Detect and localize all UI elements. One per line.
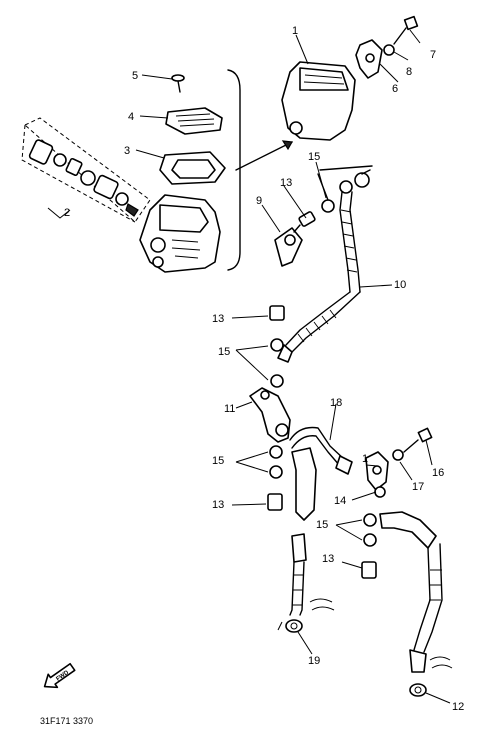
washer-15-a bbox=[270, 338, 284, 352]
part-label: 8 bbox=[406, 66, 412, 78]
washer-17 bbox=[392, 449, 404, 461]
washer-top bbox=[383, 44, 395, 56]
master-cylinder-right bbox=[281, 61, 356, 141]
diaphragm bbox=[159, 151, 226, 185]
master-cylinder-body-left bbox=[139, 194, 221, 273]
reservoir-cap bbox=[165, 107, 223, 135]
part-label: 11 bbox=[224, 403, 235, 415]
dust-boot-kit bbox=[21, 117, 151, 223]
part-label: 13 bbox=[280, 177, 292, 189]
bolt-13-c bbox=[361, 561, 377, 579]
cap-screw bbox=[171, 74, 185, 93]
assembly-bracket bbox=[227, 69, 241, 271]
brake-hose-right bbox=[379, 511, 453, 697]
drawing-code: 31F171 3370 bbox=[40, 716, 93, 726]
bolt-16 bbox=[403, 427, 433, 453]
washer-15-f bbox=[363, 533, 377, 547]
union-fitting bbox=[274, 227, 303, 267]
assembly-arrow bbox=[235, 141, 293, 171]
part-label: 3 bbox=[124, 145, 130, 157]
washer-15-e bbox=[363, 513, 377, 527]
part-label: 18 bbox=[330, 397, 342, 409]
washer-15-b bbox=[270, 374, 284, 388]
forward-arrow-icon: FWD bbox=[43, 662, 76, 689]
part-label: 14 bbox=[334, 495, 346, 507]
caliper-bracket bbox=[365, 451, 389, 498]
part-label: 4 bbox=[128, 111, 134, 123]
part-labels: 5 4 3 2 1 6 7 8 9 13 15 10 13 15 11 18 1… bbox=[64, 25, 464, 713]
joint-bracket bbox=[249, 387, 291, 443]
brake-hose-left bbox=[277, 533, 335, 633]
washer-upper-b bbox=[354, 172, 370, 188]
brake-pipe bbox=[289, 426, 346, 467]
washer-15-c bbox=[269, 445, 283, 459]
part-label: 19 bbox=[308, 655, 320, 667]
part-label: 7 bbox=[430, 49, 436, 61]
part-label: 13 bbox=[212, 499, 224, 511]
union-bolt-upper bbox=[293, 211, 316, 233]
part-label: 13 bbox=[212, 313, 224, 325]
part-label: 6 bbox=[392, 83, 398, 95]
washer-15-d bbox=[269, 465, 283, 479]
holder-bolt bbox=[393, 15, 419, 45]
part-label: 10 bbox=[394, 279, 406, 291]
part-label: 9 bbox=[256, 195, 262, 207]
part-label: 15 bbox=[212, 455, 224, 467]
leader-lines bbox=[47, 29, 451, 704]
part-label: 15 bbox=[316, 519, 328, 531]
part-label: 13 bbox=[322, 553, 334, 565]
lever-holder bbox=[355, 39, 383, 79]
part-label: 12 bbox=[452, 701, 464, 713]
bolt-13-b bbox=[267, 493, 283, 511]
part-label: 2 bbox=[64, 207, 70, 219]
part-label: 1 bbox=[362, 453, 368, 465]
part-label: 5 bbox=[132, 70, 138, 82]
brake-hose-upper bbox=[285, 180, 361, 353]
part-label: 1 bbox=[292, 25, 298, 37]
part-label: 16 bbox=[432, 467, 444, 479]
part-label: 15 bbox=[218, 346, 230, 358]
bolt-13-a bbox=[269, 305, 285, 321]
part-label: 15 bbox=[308, 151, 320, 163]
part-label: 17 bbox=[412, 481, 424, 493]
washer-upper-a bbox=[321, 199, 335, 213]
